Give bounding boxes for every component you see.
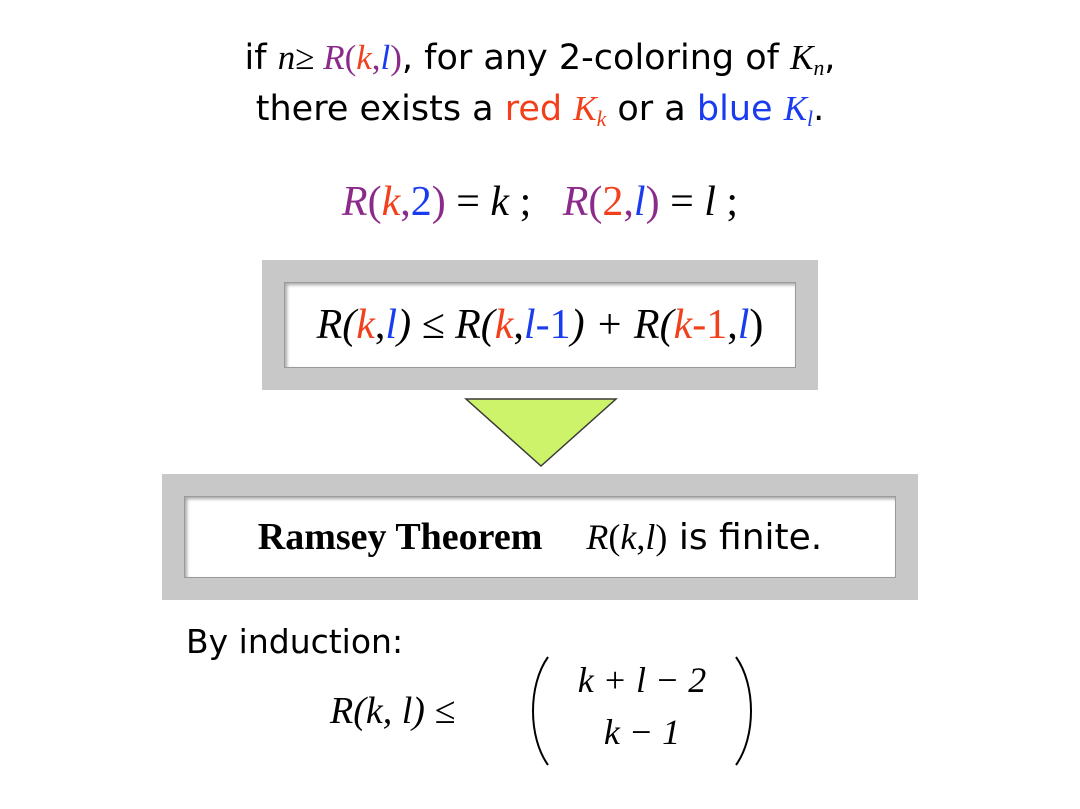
rec-minus1-blue: -1 — [535, 302, 571, 348]
thm-finite-text: is finite. — [667, 517, 823, 558]
thm-close: ) — [655, 517, 668, 557]
base-b-open: ( — [588, 179, 603, 225]
subscript-n: n — [813, 56, 825, 81]
binomial-bound: R(k, l) ≤ k + l − 2 k − 1 — [330, 655, 760, 770]
thm-comma: , — [636, 517, 646, 557]
theorem-body: R(k,l) is finite. — [586, 516, 822, 558]
subscript-k: k — [596, 107, 607, 132]
base-a-2: 2 — [410, 179, 432, 225]
comma: , — [371, 38, 381, 77]
rec-k1: k — [356, 302, 375, 348]
left-paren-icon — [532, 656, 549, 766]
exists-text: there exists a — [255, 89, 505, 129]
rec-comma3: , — [727, 302, 738, 348]
comma-end: , — [824, 38, 836, 78]
variable-k: k — [356, 38, 372, 77]
base-cases: R(k,2) = k ; R(2,l) = l ; — [0, 178, 1080, 226]
subscript-l: l — [807, 107, 814, 132]
theorem-statement-line-2: there exists a red Kk or a blue Kl. — [0, 89, 1080, 132]
ramsey-R: R — [323, 38, 345, 77]
base-a-comma: , — [400, 179, 411, 225]
base-a-close: ) — [431, 179, 446, 225]
base-b-R: R — [562, 179, 589, 225]
theorem-statement-line-1: if n≥ R(k,l), for any 2-coloring of Kn, — [0, 38, 1080, 81]
base-a-equals: = — [445, 179, 491, 225]
rec-comma2: , — [513, 302, 524, 348]
rec-minus1-red: -1 — [692, 302, 728, 348]
binomial-bottom: k − 1 — [603, 712, 681, 752]
induction-label: By induction: — [186, 622, 404, 661]
base-b-equals: = — [659, 179, 705, 225]
rec-plus: ) + R( — [570, 302, 674, 348]
base-b-semicolon: ; — [715, 179, 739, 225]
base-b-comma: , — [623, 179, 634, 225]
rec-R1: R( — [316, 302, 357, 348]
base-b-l: l — [633, 179, 646, 225]
if-text: if — [244, 38, 278, 78]
thm-open: ( — [608, 517, 621, 557]
variable-l: l — [380, 38, 391, 77]
rec-k2: k — [494, 302, 514, 348]
red-word: red — [504, 89, 574, 129]
base-a-R: R — [341, 179, 368, 225]
thm-R: R — [586, 517, 609, 557]
base-b-close: ) — [645, 179, 660, 225]
theorem-content: Ramsey Theorem R(k,l) is finite. — [184, 496, 896, 578]
theorem-name: Ramsey Theorem — [257, 516, 543, 558]
base-b-value: l — [704, 179, 716, 225]
variable-n: n — [277, 38, 296, 77]
blue-word: blue — [696, 89, 784, 129]
rec-comma1: , — [374, 302, 386, 348]
base-a-open: ( — [367, 179, 382, 225]
red-K: K — [573, 89, 597, 128]
complete-graph-K: K — [790, 38, 814, 77]
period: . — [813, 89, 825, 129]
bound-lhs: R(k, l) ≤ — [330, 690, 456, 732]
down-arrow-icon — [464, 398, 618, 468]
base-a-semicolon: ; — [509, 179, 563, 225]
recurrence-box: R(k,l) ≤ R(k,l-1) + R(k-1,l) — [262, 260, 818, 390]
thm-k: k — [620, 517, 637, 557]
ramsey-theorem-box: Ramsey Theorem R(k,l) is finite. — [162, 474, 918, 600]
binomial-top: k + l − 2 — [577, 660, 707, 700]
base-a-value: k — [490, 179, 510, 225]
coloring-text: , for any 2-coloring of — [401, 38, 791, 78]
base-a-k: k — [381, 179, 401, 225]
rec-close: ) — [749, 302, 764, 348]
rec-l2: l — [523, 302, 536, 348]
paren-close: ) — [390, 38, 402, 77]
paren-open: ( — [344, 38, 357, 77]
rec-k3: k — [673, 302, 693, 348]
or-text: or a — [606, 89, 697, 129]
right-paren-icon — [735, 656, 752, 766]
rec-l3: l — [737, 302, 750, 348]
base-b-2: 2 — [602, 179, 624, 225]
rec-l1: l — [385, 302, 398, 348]
recurrence-formula: R(k,l) ≤ R(k,l-1) + R(k-1,l) — [284, 282, 796, 368]
thm-l: l — [645, 517, 656, 557]
blue-K: K — [783, 89, 808, 128]
rec-leq: ) ≤ R( — [397, 302, 495, 348]
geq-symbol: ≥ — [295, 38, 324, 77]
